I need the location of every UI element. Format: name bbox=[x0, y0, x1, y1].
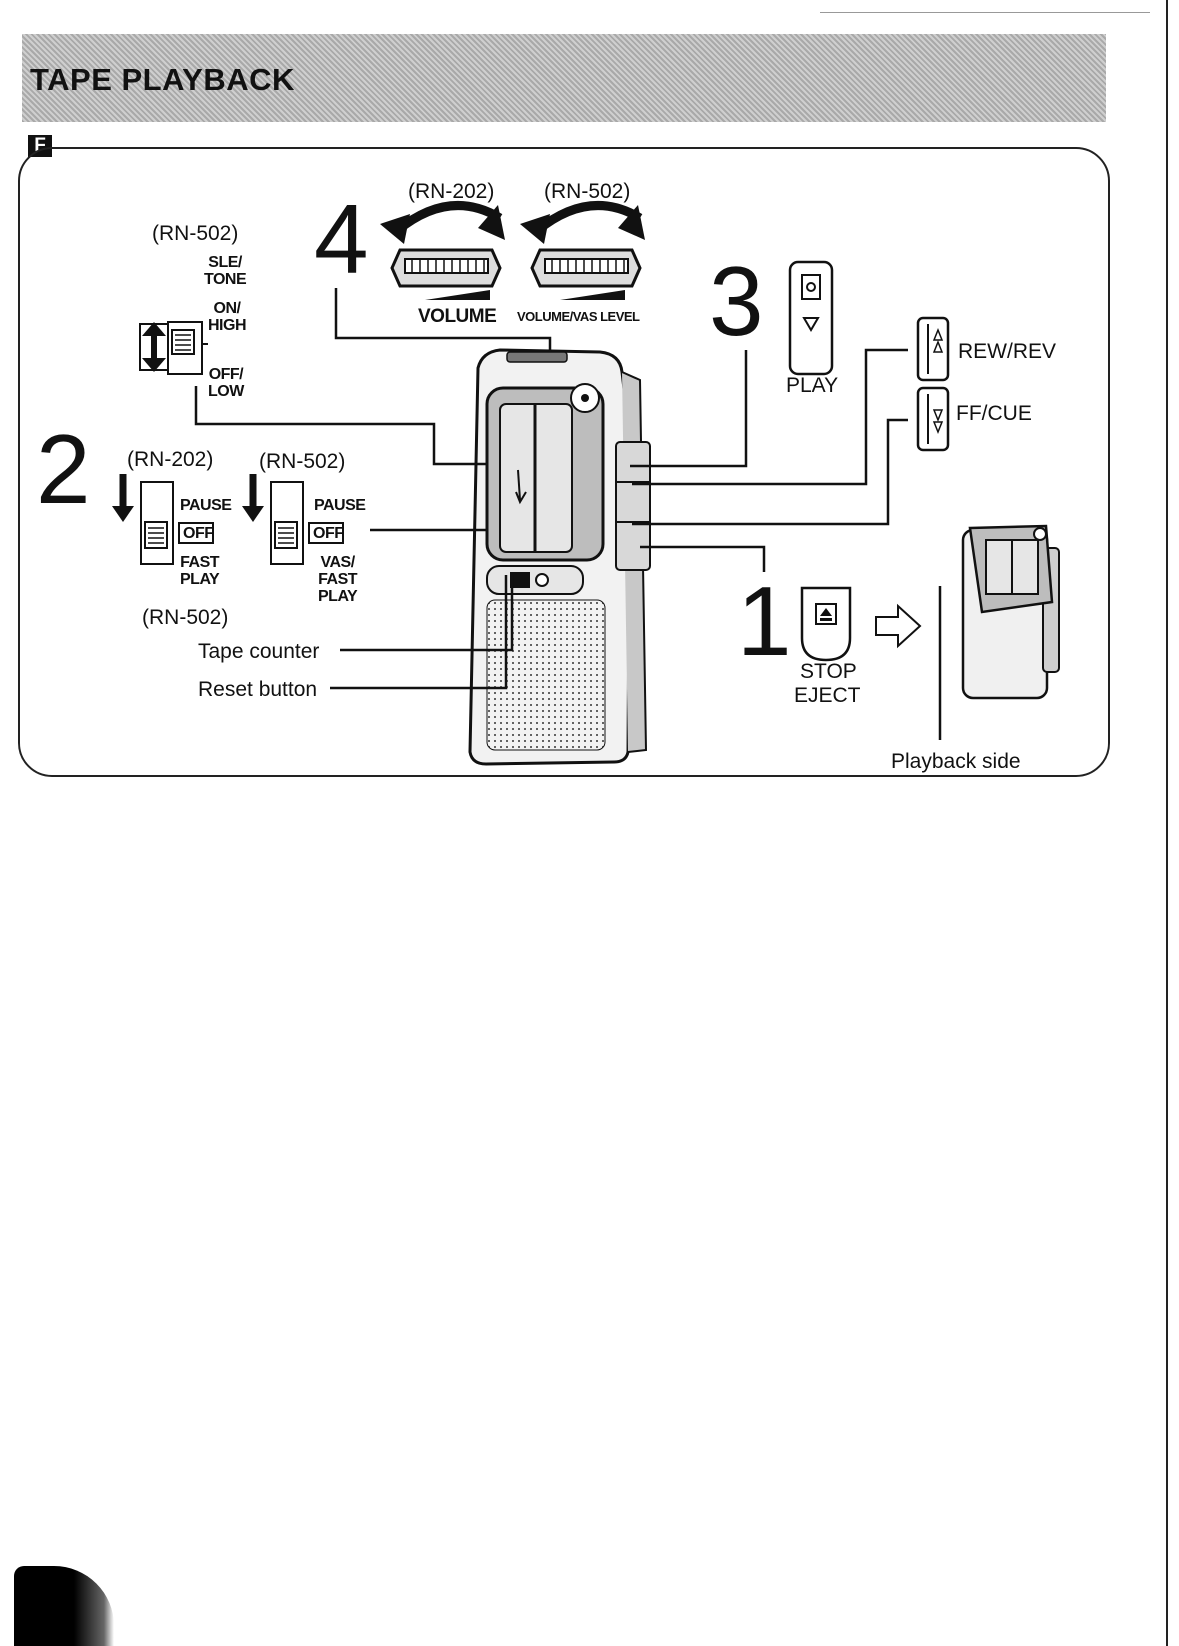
volume-label: VOLUME bbox=[418, 307, 496, 327]
off-label-rn202: OFF bbox=[183, 525, 214, 542]
step-number-3: 3 bbox=[709, 252, 764, 350]
ff-cue-button bbox=[918, 388, 948, 450]
sle-tone-switch bbox=[140, 322, 208, 374]
right-arrow-icon bbox=[876, 606, 920, 646]
step4-model-rn502: (RN-502) bbox=[544, 180, 630, 204]
pause-label-rn202: PAUSE bbox=[180, 497, 231, 514]
step-number-4: 4 bbox=[314, 190, 369, 288]
sle-off-low-label: OFF/ LOW bbox=[208, 366, 244, 400]
tape-counter-label: Tape counter bbox=[198, 640, 319, 664]
volume-vas-level-label: VOLUME/VAS LEVEL bbox=[517, 308, 640, 325]
microcassette-recorder bbox=[470, 350, 650, 764]
volume-wheel-rn202 bbox=[380, 205, 505, 300]
step-number-1: 1 bbox=[737, 572, 792, 670]
rew-rev-button bbox=[918, 318, 948, 380]
sle-tone-model: (RN-502) bbox=[152, 222, 238, 246]
step2-model-rn502: (RN-502) bbox=[259, 450, 345, 474]
stop-label: STOP bbox=[800, 660, 857, 684]
open-recorder-playback-side bbox=[963, 526, 1059, 698]
vas-fast-play-label: VAS/ FAST PLAY bbox=[318, 554, 357, 605]
eject-label: EJECT bbox=[794, 684, 861, 708]
step-number-2: 2 bbox=[36, 420, 91, 518]
play-label: PLAY bbox=[786, 374, 838, 398]
playback-side-label: Playback side bbox=[891, 750, 1021, 774]
step2-model-rn202: (RN-202) bbox=[127, 448, 213, 472]
sle-tone-title: SLE/ TONE bbox=[204, 254, 246, 288]
fast-play-label: FAST PLAY bbox=[180, 554, 219, 588]
rew-rev-label: REW/REV bbox=[958, 340, 1056, 364]
reset-button-label: Reset button bbox=[198, 678, 317, 702]
hold-switch-rn202 bbox=[112, 474, 213, 564]
hold-switch-rn502 bbox=[242, 474, 343, 564]
stop-eject-button bbox=[802, 588, 850, 660]
off-label-rn502: OFF bbox=[313, 525, 344, 542]
pause-label-rn502: PAUSE bbox=[314, 497, 365, 514]
ff-cue-label: FF/CUE bbox=[956, 402, 1032, 426]
step2-model-rn502-lower: (RN-502) bbox=[142, 606, 228, 630]
volume-wheel-rn502 bbox=[520, 205, 645, 300]
sle-on-high-label: ON/ HIGH bbox=[208, 300, 246, 334]
step4-model-rn202: (RN-202) bbox=[408, 180, 494, 204]
play-button bbox=[790, 262, 832, 374]
